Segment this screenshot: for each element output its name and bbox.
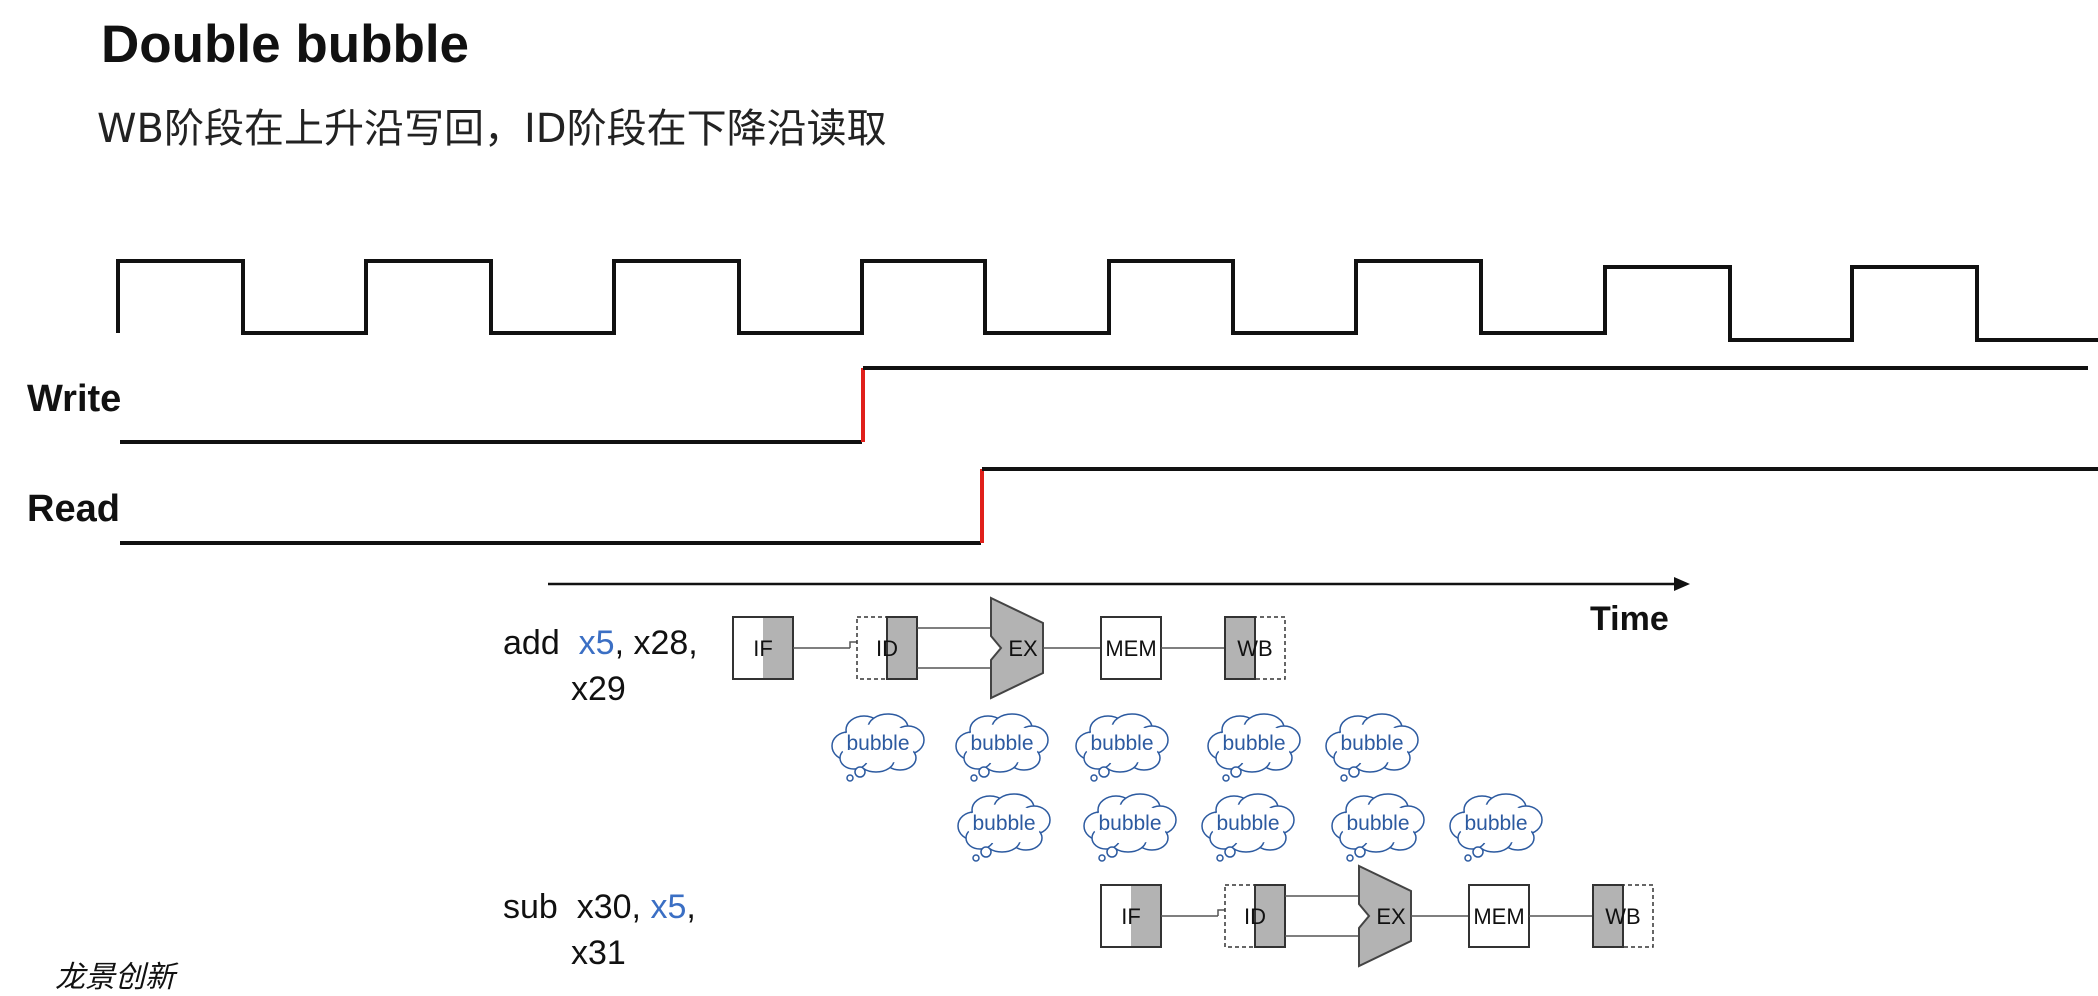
add-stage-if-label: IF [753,636,773,661]
bubble-label: bubble [1346,812,1409,835]
time-axis-label: Time [1590,600,1669,638]
instruction-sub-op: sub [503,888,558,926]
slide-title: Double bubble [101,15,470,74]
instruction-sub-line1: sub x30, x5, [503,884,696,930]
bubble-cloud: bubble [1449,793,1543,862]
bubble-cloud: bubble [1083,793,1177,862]
pipeline-sub: IF ID EX MEM WB [1100,864,1654,968]
sub-stage-id: ID [1224,884,1286,948]
instruction-add: add x5, x28, x29 [503,620,698,712]
read-signal-label: Read [27,488,120,530]
instruction-sub-src1: x30, [576,888,641,926]
bubble-cloud: bubble [957,793,1051,862]
bubble-cloud: bubble [955,713,1049,782]
slide-subtitle: WB阶段在上升沿写回，ID阶段在下降沿读取 [97,106,887,152]
sub-stage-mem: MEM [1468,884,1530,948]
bubble-label: bubble [1222,732,1285,755]
bubble-label: bubble [846,732,909,755]
add-stage-id: ID [856,616,918,680]
bubble-cloud: bubble [831,713,925,782]
instruction-sub: sub x30, x5, x31 [503,884,696,976]
sub-stage-id-label: ID [1244,904,1266,929]
pipeline-add: IF ID EX MEM WB [732,596,1286,700]
instruction-add-line2: x29 [571,670,626,708]
sub-stage-if: IF [1100,884,1162,948]
author-signature: 龙景创新 [55,960,175,995]
add-stage-wb: WB [1224,616,1286,680]
bubble-label: bubble [1464,812,1527,835]
instruction-add-dest: x5 [578,624,615,662]
instruction-sub-rest: , [686,888,696,926]
bubble-cloud: bubble [1331,793,1425,862]
instruction-add-line1: add x5, x28, [503,620,698,666]
instruction-add-op: add [503,624,560,662]
time-axis-arrowhead [1674,577,1690,591]
bubble-label: bubble [1090,732,1153,755]
bubble-label: bubble [972,812,1035,835]
add-stage-mem: MEM [1100,616,1162,680]
write-signal-label: Write [27,378,122,420]
sub-stage-if-label: IF [1121,904,1141,929]
add-stage-id-label: ID [876,636,898,661]
instruction-sub-src2: x5 [650,888,687,926]
bubble-label: bubble [1098,812,1161,835]
add-stage-if: IF [732,616,794,680]
bubble-group: bubble bubble bubble bubble bubble bubble bubb… [831,713,1543,862]
sub-stage-wb-label: WB [1605,904,1640,929]
bubble-cloud: bubble [1207,713,1301,782]
add-stage-wb-label: WB [1237,636,1272,661]
bubble-cloud: bubble [1201,793,1295,862]
sub-stage-wb: WB [1592,884,1654,948]
instruction-add-rest: , x28, [614,624,698,662]
bubble-label: bubble [1340,732,1403,755]
bubble-label: bubble [1216,812,1279,835]
sub-stage-mem-label: MEM [1473,904,1524,929]
add-stage-ex: EX [990,596,1044,700]
bubble-cloud: bubble [1325,713,1419,782]
bubble-label: bubble [970,732,1033,755]
bubble-cloud: bubble [1075,713,1169,782]
add-stage-mem-label: MEM [1105,636,1156,661]
clock-waveform [116,259,2098,342]
add-stage-ex-label: EX [1008,636,1038,661]
instruction-sub-line2: x31 [571,934,626,972]
sub-stage-ex: EX [1358,864,1412,968]
sub-stage-ex-label: EX [1376,904,1406,929]
